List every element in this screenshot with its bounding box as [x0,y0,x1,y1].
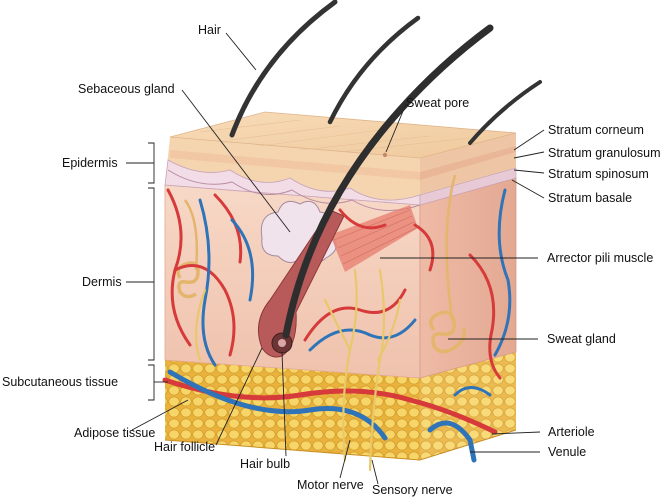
label-stratum-spinosum: Stratum spinosum [548,167,649,181]
label-venule: Venule [548,445,587,459]
label-stratum-basale: Stratum basale [548,191,633,205]
arrector-pili [330,205,418,272]
dermal-papilla [278,339,286,347]
label-stratum-granulosum: Stratum granulosum [548,146,661,160]
label-adipose-tissue: Adipose tissue [74,426,156,440]
leader-lines [126,32,545,485]
label-subcutaneous-tissue: Subcutaneous tissue [2,375,119,389]
label-sensory-nerve: Sensory nerve [372,483,453,497]
label-sweat-gland: Sweat gland [547,332,616,346]
venules [167,188,512,463]
sweat-pore-opening [382,152,388,158]
label-stratum-corneum: Stratum corneum [548,123,644,137]
hair-strands [229,0,542,339]
arterioles [162,188,502,435]
nerves [194,268,402,472]
surface-texture [199,119,471,153]
sweat-glands [176,174,467,354]
label-hair: Hair [198,23,221,37]
label-arrector-pili-muscle: Arrector pili muscle [547,251,654,265]
label-arteriole: Arteriole [548,425,595,439]
label-epidermis: Epidermis [62,156,118,170]
label-hair-bulb: Hair bulb [240,457,291,471]
label-sebaceous-gland: Sebaceous gland [78,82,175,96]
label-sweat-pore: Sweat pore [406,96,470,110]
label-dermis: Dermis [82,275,122,289]
label-hair-follicle: Hair follicle [154,440,216,454]
epidermis-layers [164,133,517,211]
label-motor-nerve: Motor nerve [297,478,364,492]
